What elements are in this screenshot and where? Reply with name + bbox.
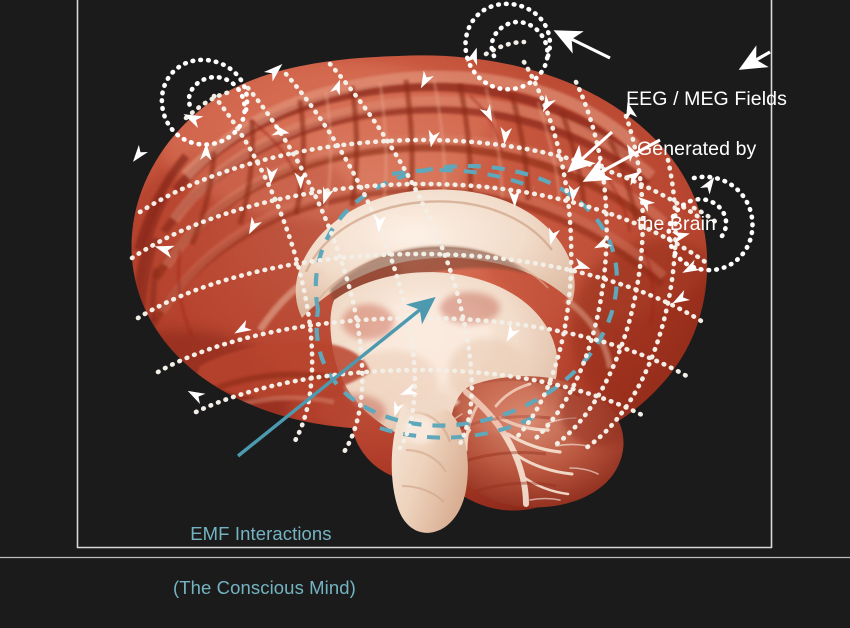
brain-diagram <box>0 0 850 560</box>
eeg-pointer-arrow-upper <box>553 30 611 60</box>
label-pointer-arrows <box>553 30 771 182</box>
spiral-top-center <box>463 1 553 92</box>
emf-label-line1: EMF Interactions <box>190 523 332 544</box>
field-lines-outer <box>183 39 723 229</box>
spiral-right <box>666 174 755 273</box>
emf-boundary <box>313 163 619 428</box>
emf-label-line2: (The Conscious Mind) <box>172 577 356 598</box>
emf-boundary-fragments <box>379 168 537 440</box>
eeg-pointer-arrow-brain <box>582 138 661 182</box>
figure-frame <box>0 0 850 559</box>
emf-interactions-label: EMF Interactions (The Conscious Mind) <box>152 466 356 628</box>
eeg-pointer-arrow-lower <box>567 130 614 173</box>
eeg-label-line3: the Brain <box>637 213 716 235</box>
emf-pointer-arrow <box>236 297 436 458</box>
eeg-label-line2: Generated by <box>637 138 757 160</box>
spiral-top-left <box>159 57 250 147</box>
eeg-meg-label: EEG / MEG Fields Generated by the Brain <box>604 62 787 287</box>
figure-canvas: EEG / MEG Fields Generated by the Brain … <box>0 0 850 598</box>
eeg-label-line1: EEG / MEG Fields <box>626 88 787 110</box>
field-lines <box>129 59 711 455</box>
eeg-pointer-arrow-right <box>738 45 771 70</box>
